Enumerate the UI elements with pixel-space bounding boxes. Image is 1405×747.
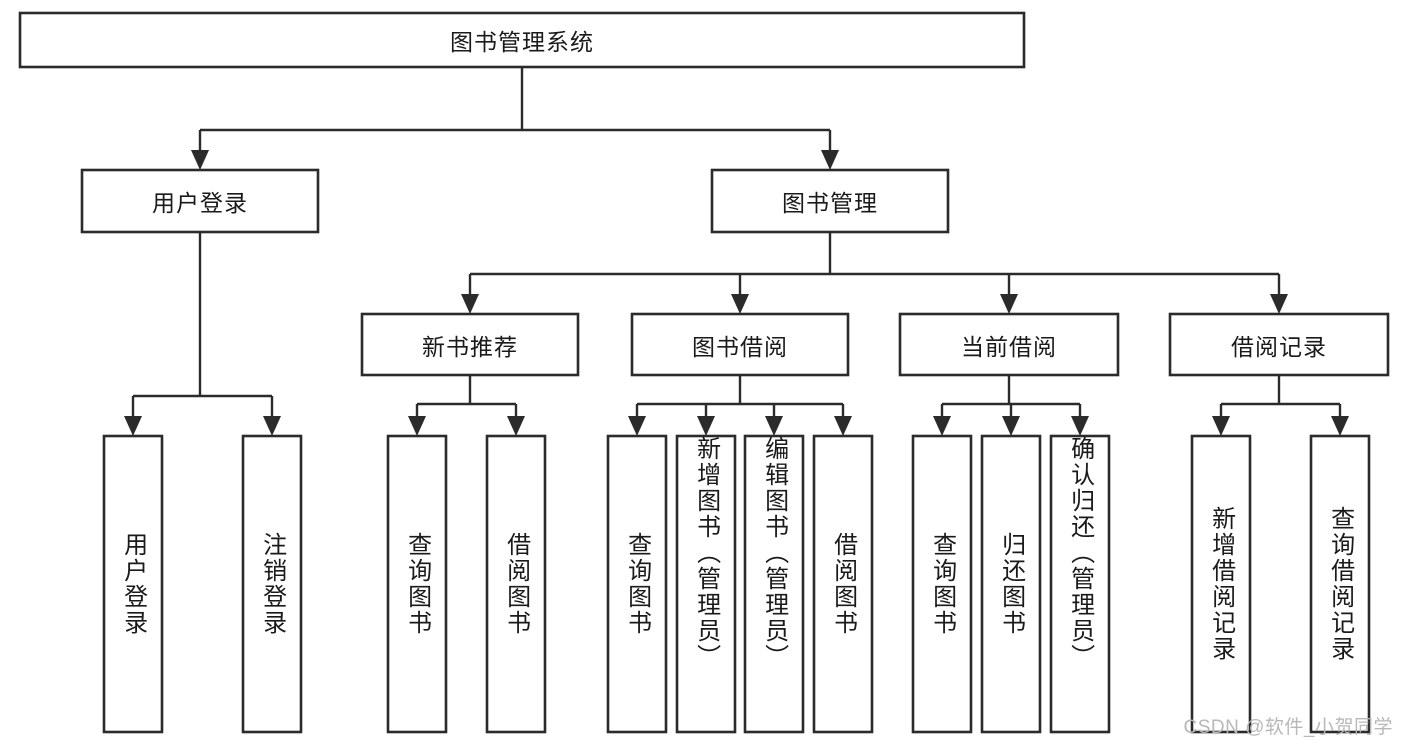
leaf-box-query-book-current[interactable]: [911, 434, 973, 734]
arrowhead-borrow-record: [1270, 294, 1288, 314]
node-box-new-book-recommend[interactable]: [360, 312, 580, 377]
arrowhead-cb-leaf-1: [933, 416, 951, 436]
arrowhead-br-leaf-1: [1212, 416, 1230, 436]
arrowhead-nb-leaf-1: [408, 416, 426, 436]
leaf-box-return-book[interactable]: [980, 434, 1042, 734]
leaf-box-confirm-return-admin[interactable]: [1049, 434, 1111, 734]
leaf-box-borrow-book-recommend[interactable]: [485, 434, 547, 734]
watermark-text: CSDN @软件_小贺同学: [1183, 717, 1393, 738]
arrowhead-cb-leaf-2: [1002, 416, 1020, 436]
connector-group-new-book: [408, 375, 525, 436]
arrowhead-cb-leaf-3: [1071, 416, 1089, 436]
leaf-box-add-borrow-record[interactable]: [1190, 434, 1252, 734]
node-box-user-login[interactable]: [80, 168, 320, 234]
connector-group-book-borrow: [628, 375, 852, 436]
arrowhead-book-borrow: [731, 294, 749, 314]
leaf-box-query-book-borrow[interactable]: [606, 434, 668, 734]
leaf-box-query-book-recommend[interactable]: [386, 434, 448, 734]
connector-group-user-login: [124, 232, 281, 436]
arrowhead-leaf-logout: [263, 416, 281, 436]
node-box-book-management[interactable]: [710, 168, 950, 234]
leaf-box-add-book-admin[interactable]: [675, 434, 737, 734]
leaf-box-borrow-book[interactable]: [812, 434, 874, 734]
arrowhead-bb-leaf-3: [765, 416, 783, 436]
arrowhead-nb-leaf-2: [507, 416, 525, 436]
leaf-box-query-borrow-record[interactable]: [1309, 434, 1371, 734]
connector-group-current-borrow: [933, 375, 1089, 436]
arrowhead-bb-leaf-4: [834, 416, 852, 436]
node-box-book-borrow[interactable]: [630, 312, 850, 377]
node-box-root[interactable]: [18, 11, 1026, 69]
node-box-current-borrow[interactable]: [898, 312, 1120, 377]
connector-group-root: [191, 67, 839, 170]
arrowhead-bb-leaf-2: [697, 416, 715, 436]
connector-group-borrow-record: [1212, 375, 1349, 436]
connector-group-book-mgmt: [461, 232, 1288, 314]
arrowhead-bb-leaf-1: [628, 416, 646, 436]
node-box-borrow-record[interactable]: [1168, 312, 1390, 377]
arrowhead-new-book: [461, 294, 479, 314]
arrowhead-current-borrow: [1000, 294, 1018, 314]
leaf-box-logout[interactable]: [241, 434, 303, 734]
arrowhead-book-mgmt: [821, 150, 839, 170]
leaf-box-edit-book-admin[interactable]: [743, 434, 805, 734]
arrowhead-leaf-user-login: [124, 416, 142, 436]
leaf-box-user-login[interactable]: [102, 434, 164, 734]
arrowhead-br-leaf-2: [1331, 416, 1349, 436]
arrowhead-user-login: [191, 150, 209, 170]
